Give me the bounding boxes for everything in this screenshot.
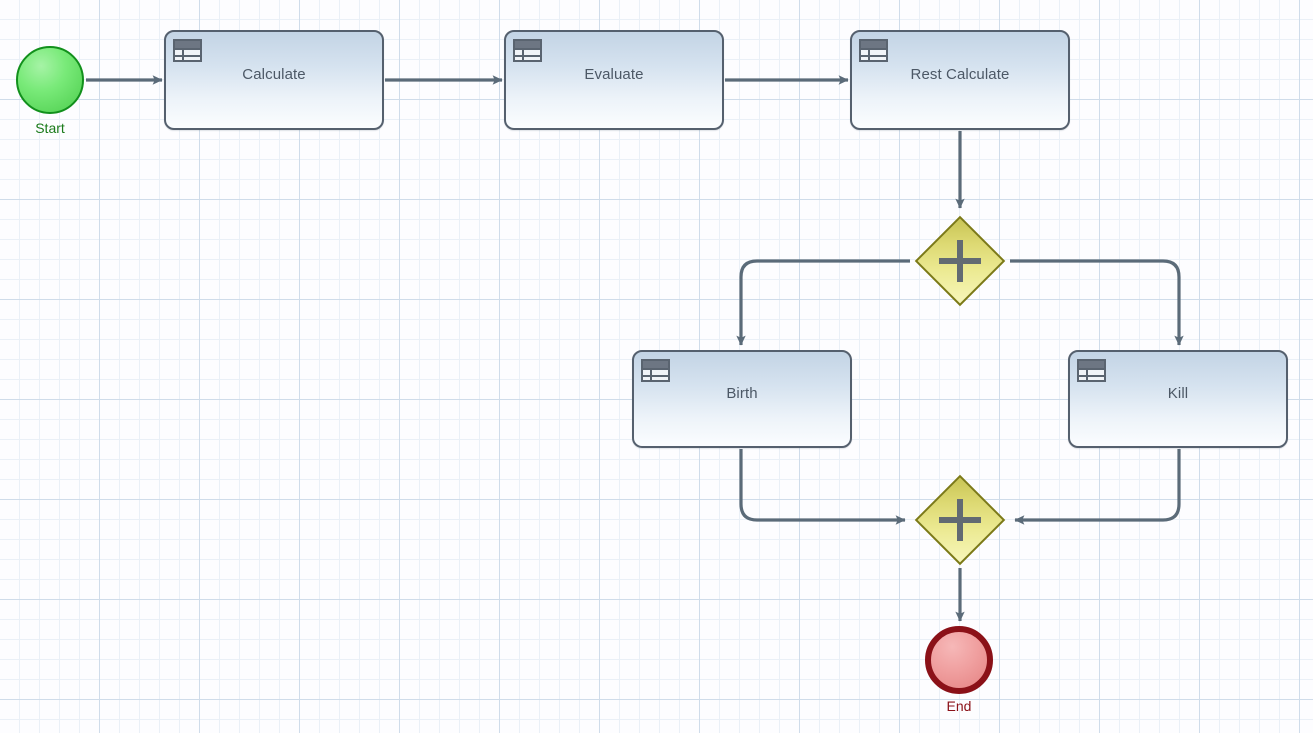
parallel-gateway-join[interactable]	[912, 472, 1008, 568]
task-calculate[interactable]: Calculate	[164, 30, 384, 130]
table-icon	[859, 39, 888, 62]
task-birth[interactable]: Birth	[632, 350, 852, 448]
task-calculate-label: Calculate	[242, 65, 306, 83]
task-birth-label: Birth	[726, 384, 758, 402]
edge-gateway-split-to-birth	[736, 259, 910, 346]
table-icon	[513, 39, 542, 62]
table-icon	[641, 359, 670, 382]
start-event-label: Start	[35, 120, 65, 136]
plus-icon-vertical	[957, 499, 963, 541]
task-evaluate[interactable]: Evaluate	[504, 30, 724, 130]
edge-birth-to-gateway-join	[739, 449, 906, 525]
table-icon	[173, 39, 202, 62]
table-icon	[1077, 359, 1106, 382]
task-rest-calculate[interactable]: Rest Calculate	[850, 30, 1070, 130]
edge-gateway-split-to-kill	[1010, 259, 1184, 346]
task-rest-calculate-label: Rest Calculate	[910, 65, 1010, 83]
parallel-gateway-split[interactable]	[912, 213, 1008, 309]
start-event[interactable]: Start	[16, 46, 84, 136]
task-evaluate-label: Evaluate	[584, 65, 644, 83]
plus-icon-vertical	[957, 240, 963, 282]
edge-kill-to-gateway-join	[1014, 449, 1181, 525]
end-event[interactable]: End	[925, 626, 993, 714]
task-kill[interactable]: Kill	[1068, 350, 1288, 448]
end-event-label: End	[946, 698, 972, 714]
task-kill-label: Kill	[1167, 384, 1189, 402]
